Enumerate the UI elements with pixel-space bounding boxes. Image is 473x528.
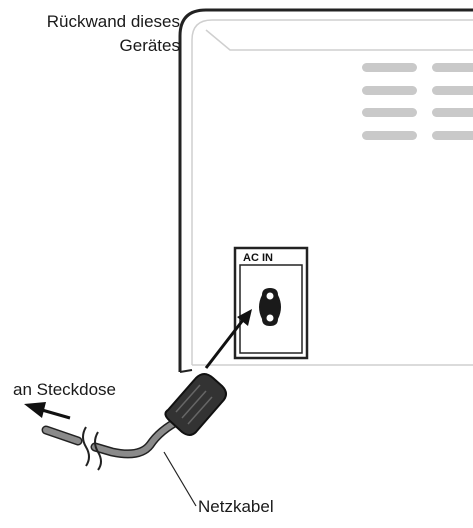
ac-in-socket (259, 288, 281, 326)
rear-panel-label-line1: Rückwand dieses (46, 12, 180, 31)
ac-in-label: AC IN (243, 252, 273, 264)
cable-leader-line (163, 451, 197, 507)
power-cable-label: Netzkabel (198, 497, 274, 516)
rear-panel-label-line2: Gerätes (119, 36, 180, 55)
power-plug (164, 373, 227, 436)
power-cable (41, 415, 185, 459)
ventilation-slots (362, 63, 473, 140)
wall-socket-label: an Steckdose (13, 380, 117, 399)
insert-arrow (204, 309, 252, 369)
device-rear-panel (178, 8, 473, 373)
arrow-left-icon (24, 402, 71, 420)
cable-break-icon (82, 426, 102, 471)
